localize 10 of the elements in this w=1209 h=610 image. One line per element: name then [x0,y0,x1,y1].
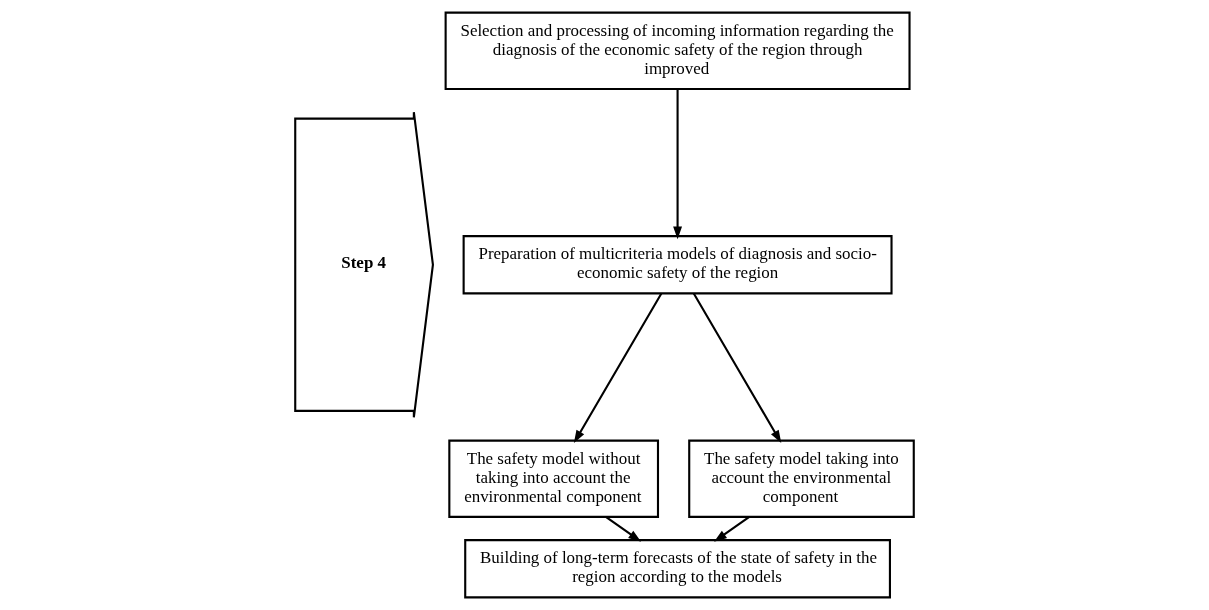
node-box: Selection and processing of incoming information regarding the diagnosis of the economic safety of the region through improved [444,11,911,90]
arrow [573,292,663,444]
node-box: Preparation of multicriteria models of diagnosis and socio-economic safety of the region [462,235,893,295]
arrow [714,516,750,542]
arrow [673,89,683,240]
arrow [692,292,782,444]
node-box: The safety model taking into account the environmental component [688,439,915,518]
node-box: Building of long-term forecasts of the state of safety in the region according to the models [464,539,891,599]
node-box: The safety model without taking into account the environmental component [448,439,660,518]
arrow [605,516,642,542]
